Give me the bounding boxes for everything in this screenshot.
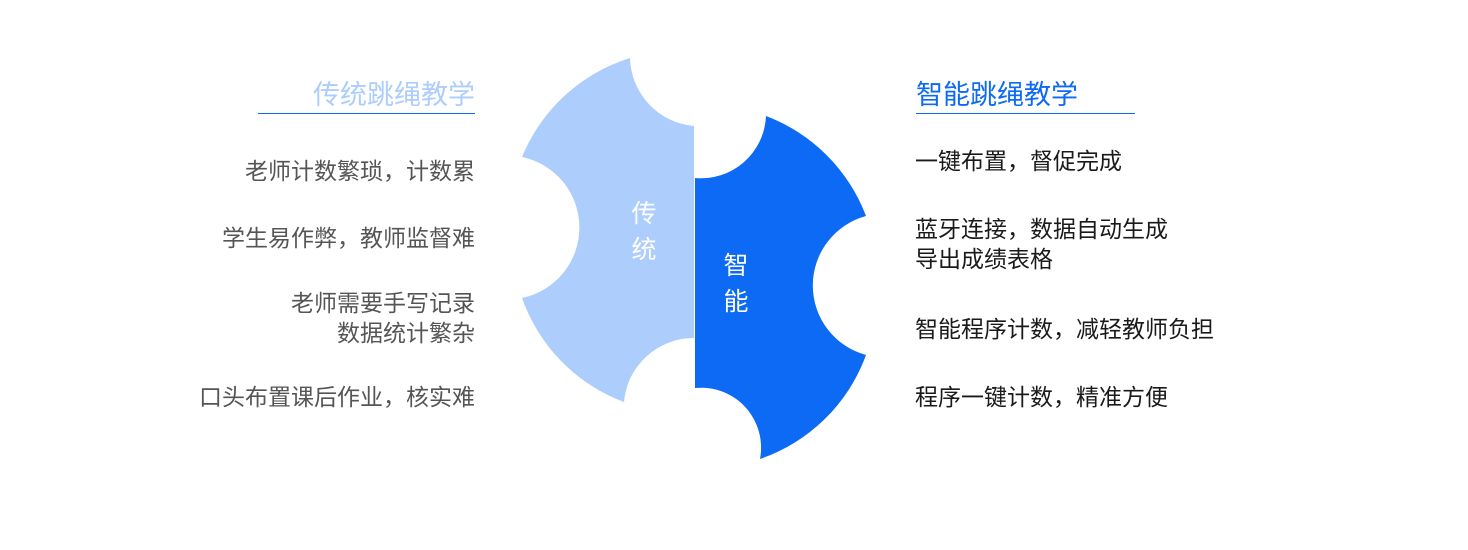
smart-title: 智能跳绳教学 (916, 80, 1078, 111)
traditional-item: 老师需要手写记录 数据统计繁杂 (291, 291, 475, 347)
smart-gear-half (695, 116, 866, 459)
traditional-item: 口头布置课后作业，核实难 (199, 385, 475, 411)
smart-item: 智能程序计数，减轻教师负担 (915, 317, 1214, 343)
traditional-item: 学生易作弊，教师监督难 (222, 226, 475, 252)
traditional-gear-label: 传 统 (631, 199, 657, 264)
smart-item: 程序一键计数，精准方便 (915, 385, 1168, 411)
smart-gear-label: 智 能 (723, 251, 749, 316)
traditional-title-underline (258, 113, 475, 114)
smart-title-underline (916, 113, 1135, 114)
traditional-gear-half (522, 58, 694, 402)
traditional-item: 老师计数繁琐，计数累 (245, 159, 475, 185)
smart-item: 一键布置，督促完成 (915, 149, 1122, 175)
smart-item: 蓝牙连接，数据自动生成 导出成绩表格 (915, 217, 1168, 273)
traditional-title: 传统跳绳教学 (313, 80, 475, 111)
